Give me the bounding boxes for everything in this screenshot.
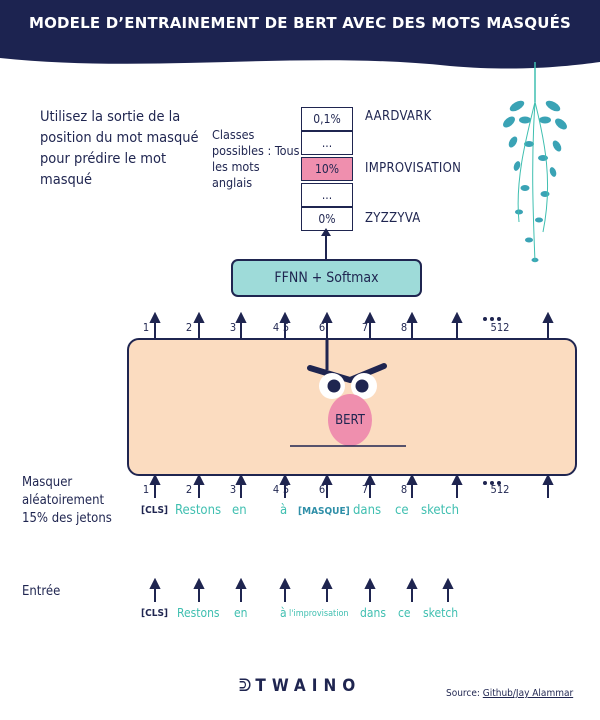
masked-token-cls: [CLS]: [141, 505, 169, 516]
masked-token-a: à: [280, 503, 288, 518]
word-aardvark: AARDVARK: [365, 109, 432, 124]
input-token-sketch: sketch: [423, 606, 459, 620]
top-position-7: 7: [361, 321, 369, 334]
mask-label: Masquer aléatoirement 15% des jetons: [22, 475, 112, 526]
top-position-2: 2: [185, 321, 193, 334]
ffnn-to-output-arrow: [321, 228, 331, 260]
prob-box-aardvark: 0,1%: [301, 107, 353, 131]
prob-box-improvisation: 10%: [301, 157, 353, 181]
input-token-a: à: [280, 606, 287, 620]
top-position-8: 8: [400, 321, 408, 334]
input-token-improvisation: l'improvisation: [289, 609, 349, 619]
word-zyzzyva: ZYZZYVA: [365, 211, 421, 226]
masked-token-ce: ce: [395, 503, 409, 518]
input-token-cls: [CLS]: [141, 608, 169, 619]
bottom-position-4: 4: [272, 483, 280, 496]
masked-token-restons: Restons: [175, 503, 222, 518]
prob-box-ellipsis-2: ...: [301, 183, 353, 207]
header-wave: [0, 40, 600, 69]
bottom-position-3: 3: [229, 483, 237, 496]
masked-token-masque: [MASQUE]: [298, 506, 350, 517]
logo-text: TWAINO: [255, 676, 362, 696]
ffnn-softmax-box: FFNN + Softmax: [231, 259, 422, 297]
masked-token-dans: dans: [353, 503, 382, 518]
bottom-position-7: 7: [361, 483, 369, 496]
top-position-6: 6: [318, 321, 326, 334]
word-improvisation: IMPROVISATION: [365, 161, 462, 176]
page-title: MODELE D’ENTRAINEMENT DE BERT AVEC DES M…: [28, 14, 572, 32]
bert-label: BERT: [335, 413, 365, 428]
bottom-position-8: 8: [400, 483, 408, 496]
bottom-position-6: 6: [318, 483, 326, 496]
input-arrows: [149, 578, 454, 602]
description-text: Utilisez la sortie de la position du mot…: [40, 109, 199, 188]
input-token-ce: ce: [398, 606, 411, 620]
bottom-position-2: 2: [185, 483, 193, 496]
source-label: Source:: [446, 688, 480, 699]
top-output-arrows: [149, 312, 554, 340]
hanging-plant-illustration: [503, 62, 567, 263]
header-banner: MODELE D’ENTRAINEMENT DE BERT AVEC DES M…: [0, 0, 600, 69]
input-token-restons: Restons: [177, 606, 220, 620]
bottom-position-1: 1: [142, 483, 150, 496]
bottom-input-arrows: [149, 474, 554, 498]
input-token-en: en: [234, 606, 248, 620]
classes-label: Classes possibles : Tous les mots anglai…: [212, 127, 300, 190]
bert-face-illustration: [290, 340, 406, 447]
bottom-position-5: 5: [282, 483, 290, 496]
top-position-3: 3: [229, 321, 237, 334]
source-link[interactable]: Github/Jay Alammar: [482, 688, 574, 699]
source-credit: Source: Github/Jay Alammar: [446, 688, 573, 699]
input-token-dans: dans: [360, 606, 386, 620]
input-label: Entrée: [22, 584, 61, 599]
top-position-4: 4: [272, 321, 280, 334]
bottom-position-512: 512: [490, 483, 510, 496]
logo-glyph: ᕲ: [238, 676, 252, 696]
top-position-512: 512: [490, 321, 510, 334]
masked-token-en: en: [232, 503, 247, 518]
prob-box-ellipsis-1: ...: [301, 131, 353, 155]
top-position-1: 1: [142, 321, 150, 334]
masked-token-sketch: sketch: [421, 503, 460, 518]
